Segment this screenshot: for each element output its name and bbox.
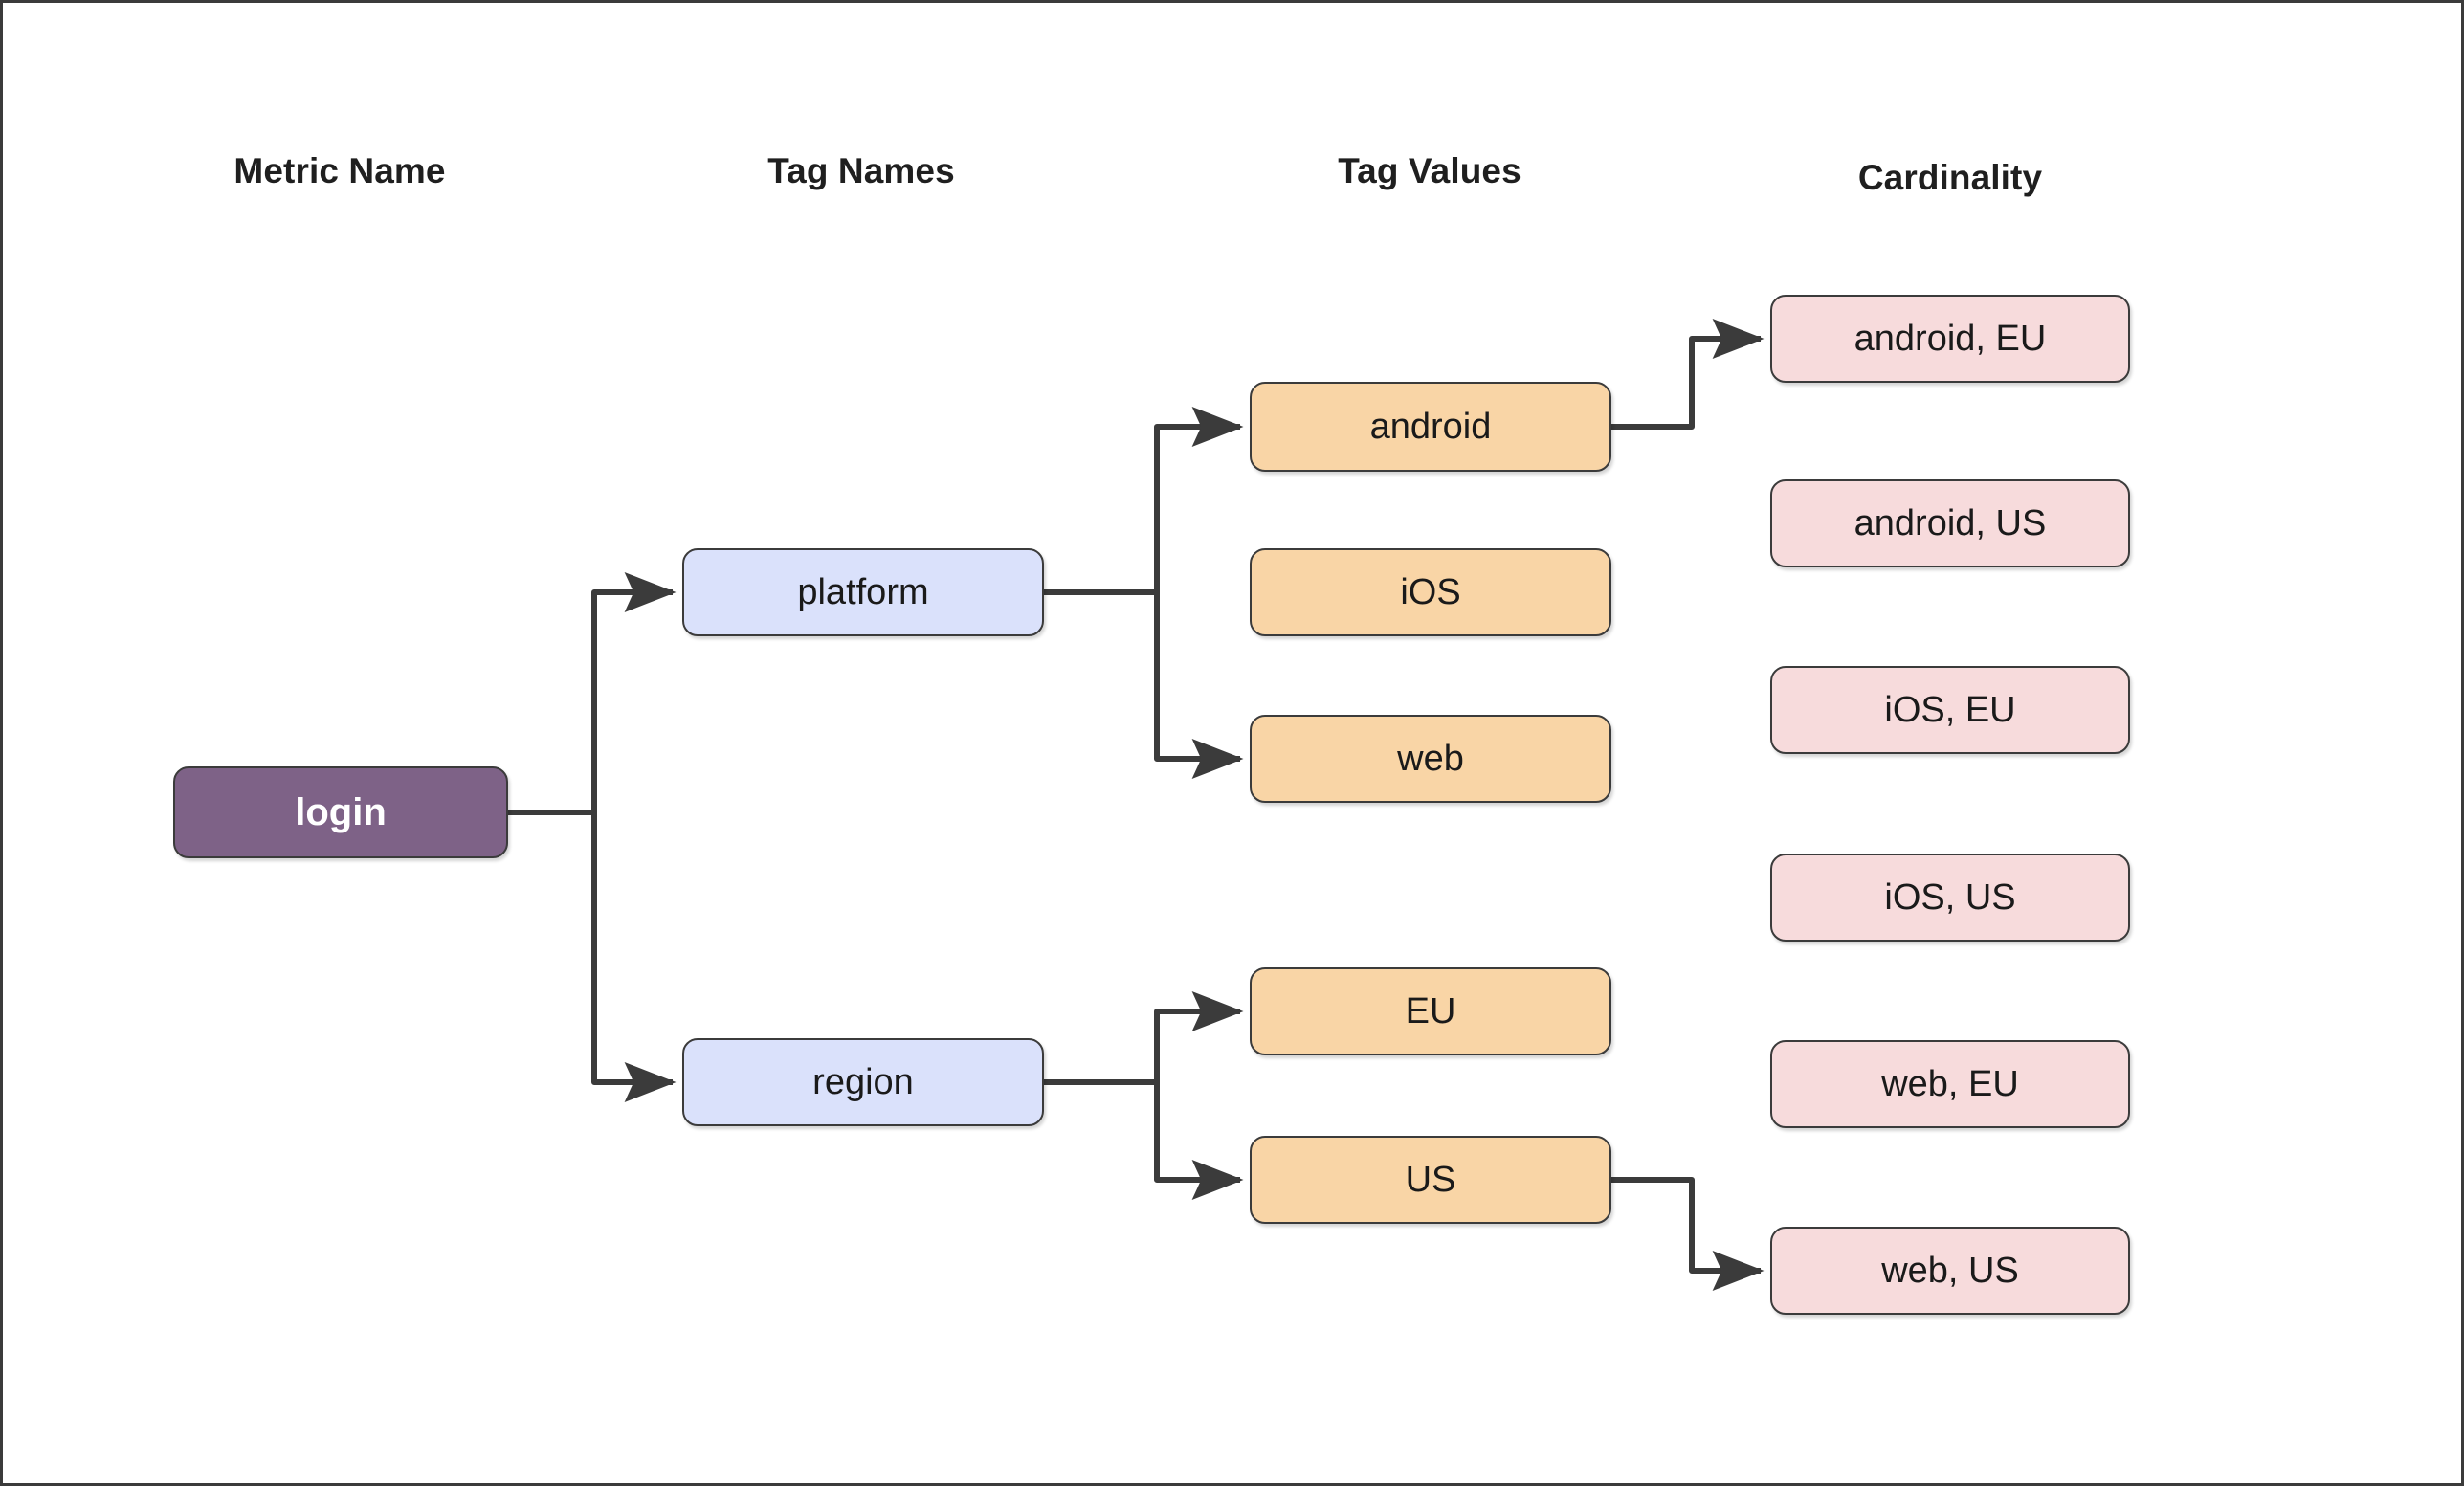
- node-web[interactable]: web: [1250, 715, 1611, 803]
- edge-region-to-us: [1154, 1082, 1244, 1200]
- node-region[interactable]: region: [682, 1038, 1044, 1126]
- edge-us-to-web-us: [1611, 1177, 1765, 1291]
- edge-android-to-android-eu: [1611, 319, 1765, 430]
- column-header-tag-values: Tag Values: [1338, 151, 1521, 190]
- edge-login-to-region: [591, 812, 677, 1102]
- node-ios[interactable]: iOS: [1250, 548, 1611, 636]
- node-us[interactable]: US: [1250, 1136, 1611, 1224]
- node-ios-us[interactable]: iOS, US: [1770, 854, 2130, 942]
- column-header-metric-name: Metric Name: [233, 151, 446, 190]
- node-android[interactable]: android: [1250, 382, 1611, 472]
- node-eu[interactable]: EU: [1250, 967, 1611, 1055]
- node-android-eu[interactable]: android, EU: [1770, 295, 2130, 383]
- edge-login-to-platform: [508, 572, 677, 815]
- edge-platform-to-android: [1044, 407, 1244, 595]
- node-ios-eu[interactable]: iOS, EU: [1770, 666, 2130, 754]
- node-platform[interactable]: platform: [682, 548, 1044, 636]
- column-header-tag-names: Tag Names: [767, 151, 955, 190]
- edge-region-to-eu: [1044, 991, 1244, 1085]
- node-web-eu[interactable]: web, EU: [1770, 1040, 2130, 1128]
- node-android-us[interactable]: android, US: [1770, 479, 2130, 567]
- edge-platform-to-web: [1154, 592, 1244, 779]
- node-login[interactable]: login: [173, 766, 508, 858]
- node-web-us[interactable]: web, US: [1770, 1227, 2130, 1315]
- column-header-cardinality: Cardinality: [1857, 158, 2043, 197]
